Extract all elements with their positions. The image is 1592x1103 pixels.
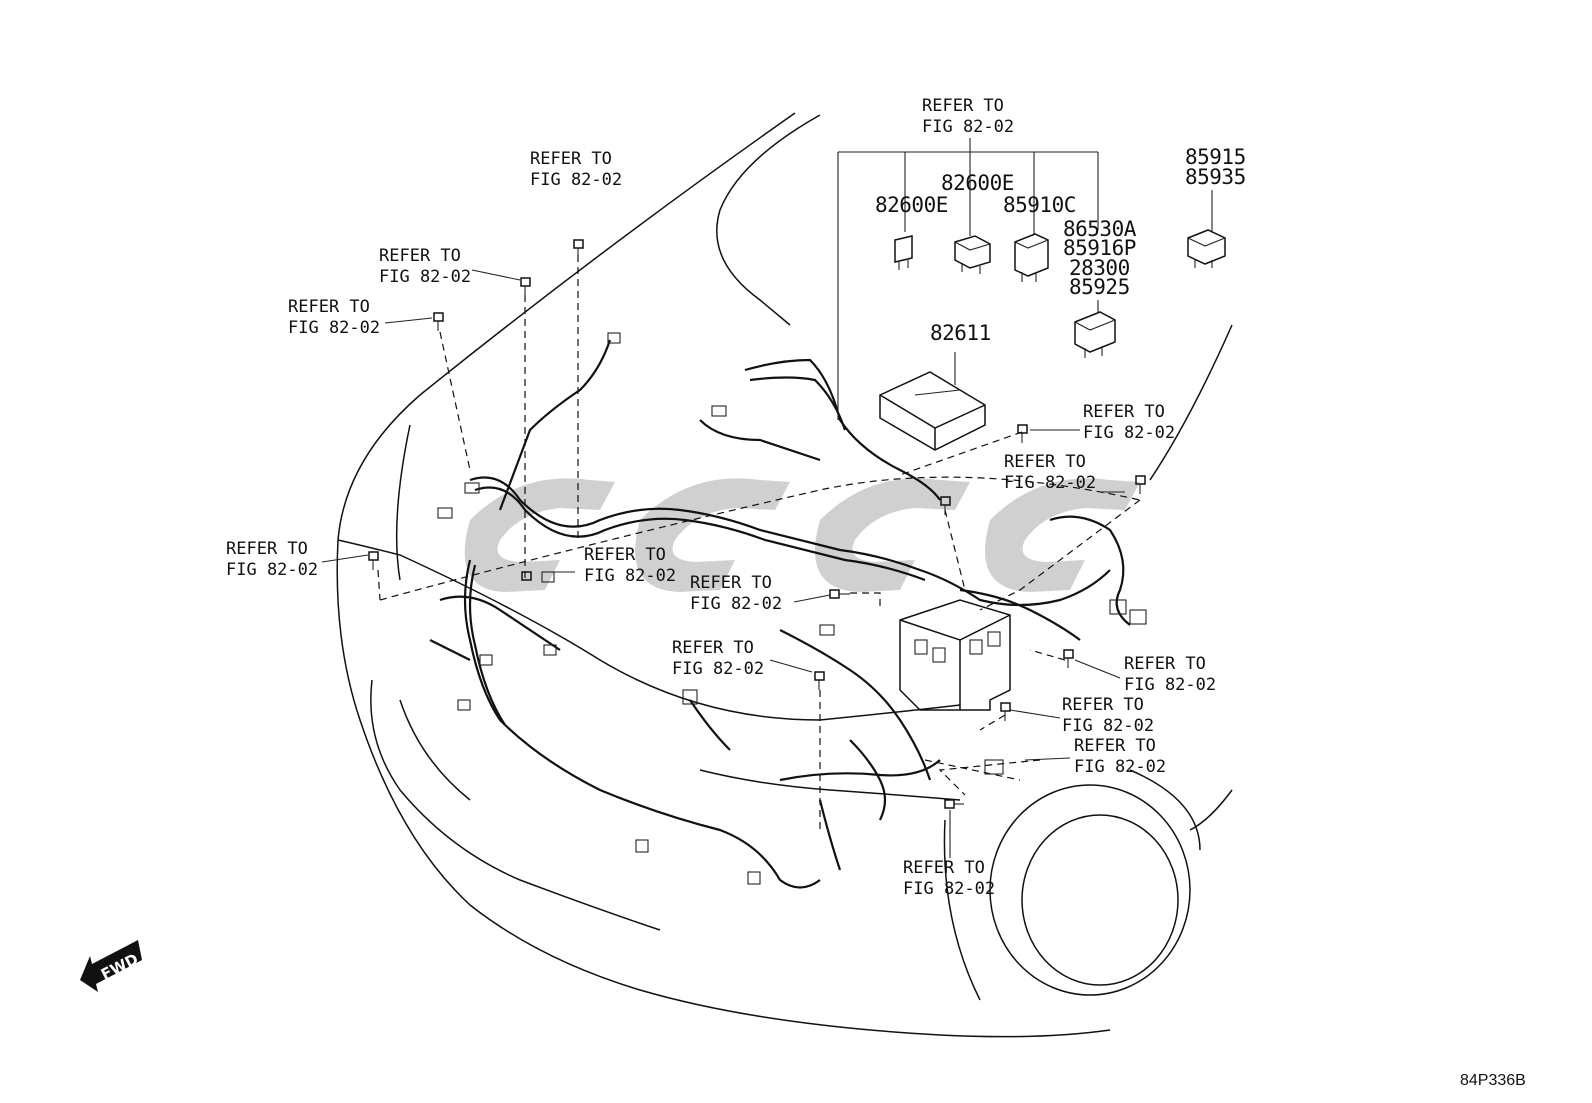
- bolt-icon: [1135, 475, 1146, 494]
- relay-block-assembly: [899, 599, 1011, 711]
- refer-callout: REFER TO FIG 82-02: [530, 149, 623, 190]
- fuse-82600e: [894, 235, 913, 270]
- refer-callout: REFER TO FIG 82-02: [584, 545, 677, 586]
- refer-callout: REFER TO FIG 82-02: [379, 246, 472, 287]
- part-number: 82611: [930, 321, 991, 345]
- relay-85910c: [1014, 233, 1049, 282]
- refer-callout: REFER TO FIG 82-02: [1124, 654, 1217, 695]
- bolt-icon: [433, 312, 444, 331]
- part-number: 85916P: [1063, 236, 1136, 260]
- watermark: [464, 478, 1140, 592]
- refer-callout: REFER TO FIG 82-02: [922, 96, 1015, 137]
- refer-callout: REFER TO FIG 82-02: [226, 539, 319, 580]
- bolt-icon: [368, 551, 379, 570]
- part-number: 85910C: [1003, 193, 1076, 217]
- bolt-icon: [573, 239, 584, 258]
- part-number: 85935: [1185, 165, 1246, 189]
- relay-85935: [1187, 229, 1226, 268]
- refer-callout: REFER TO FIG 82-02: [903, 858, 996, 899]
- bolt-icon: [1017, 424, 1028, 443]
- bolt-icon: [520, 277, 531, 296]
- bolts: [368, 239, 1146, 809]
- part-number: 82600E: [875, 193, 948, 217]
- part-number: 82600E: [941, 171, 1014, 195]
- bolt-icon: [814, 671, 825, 690]
- bolt-icon: [1000, 702, 1011, 721]
- refer-callout: REFER TO FIG 82-02: [1062, 695, 1155, 736]
- vehicle-body-outline: [336, 112, 1233, 1038]
- refer-callout: REFER TO FIG 82-02: [690, 573, 783, 614]
- bolt-icon: [521, 571, 532, 581]
- bolt-icon: [944, 799, 964, 809]
- fwd-arrow-icon: FWD: [80, 940, 142, 992]
- part-number: 85915: [1185, 145, 1246, 169]
- refer-callout: REFER TO FIG 82-02: [672, 638, 765, 679]
- refer-callout: REFER TO FIG 82-02: [1074, 736, 1167, 777]
- dashed-lines: [377, 255, 1141, 830]
- part-number: 28300: [1069, 256, 1130, 280]
- refer-callout: REFER TO FIG 82-02: [1004, 452, 1097, 493]
- engine-wire-harness: [429, 339, 1131, 889]
- refer-callout: REFER TO FIG 82-02: [288, 297, 381, 338]
- relay-85925: [1074, 311, 1116, 358]
- connectors: [437, 332, 1147, 885]
- bolt-icon: [829, 589, 850, 599]
- diagram-code: 84P336B: [1460, 1072, 1526, 1089]
- part-number: 86530A: [1063, 217, 1136, 241]
- bolt-icon: [940, 496, 951, 515]
- part-number: 85925: [1069, 275, 1130, 299]
- fuse-box-cover: [879, 371, 986, 451]
- leader-lines: [321, 138, 1213, 858]
- fuse-82600e-large: [954, 235, 991, 274]
- refer-callout: REFER TO FIG 82-02: [1083, 402, 1176, 443]
- bolt-icon: [1063, 649, 1074, 668]
